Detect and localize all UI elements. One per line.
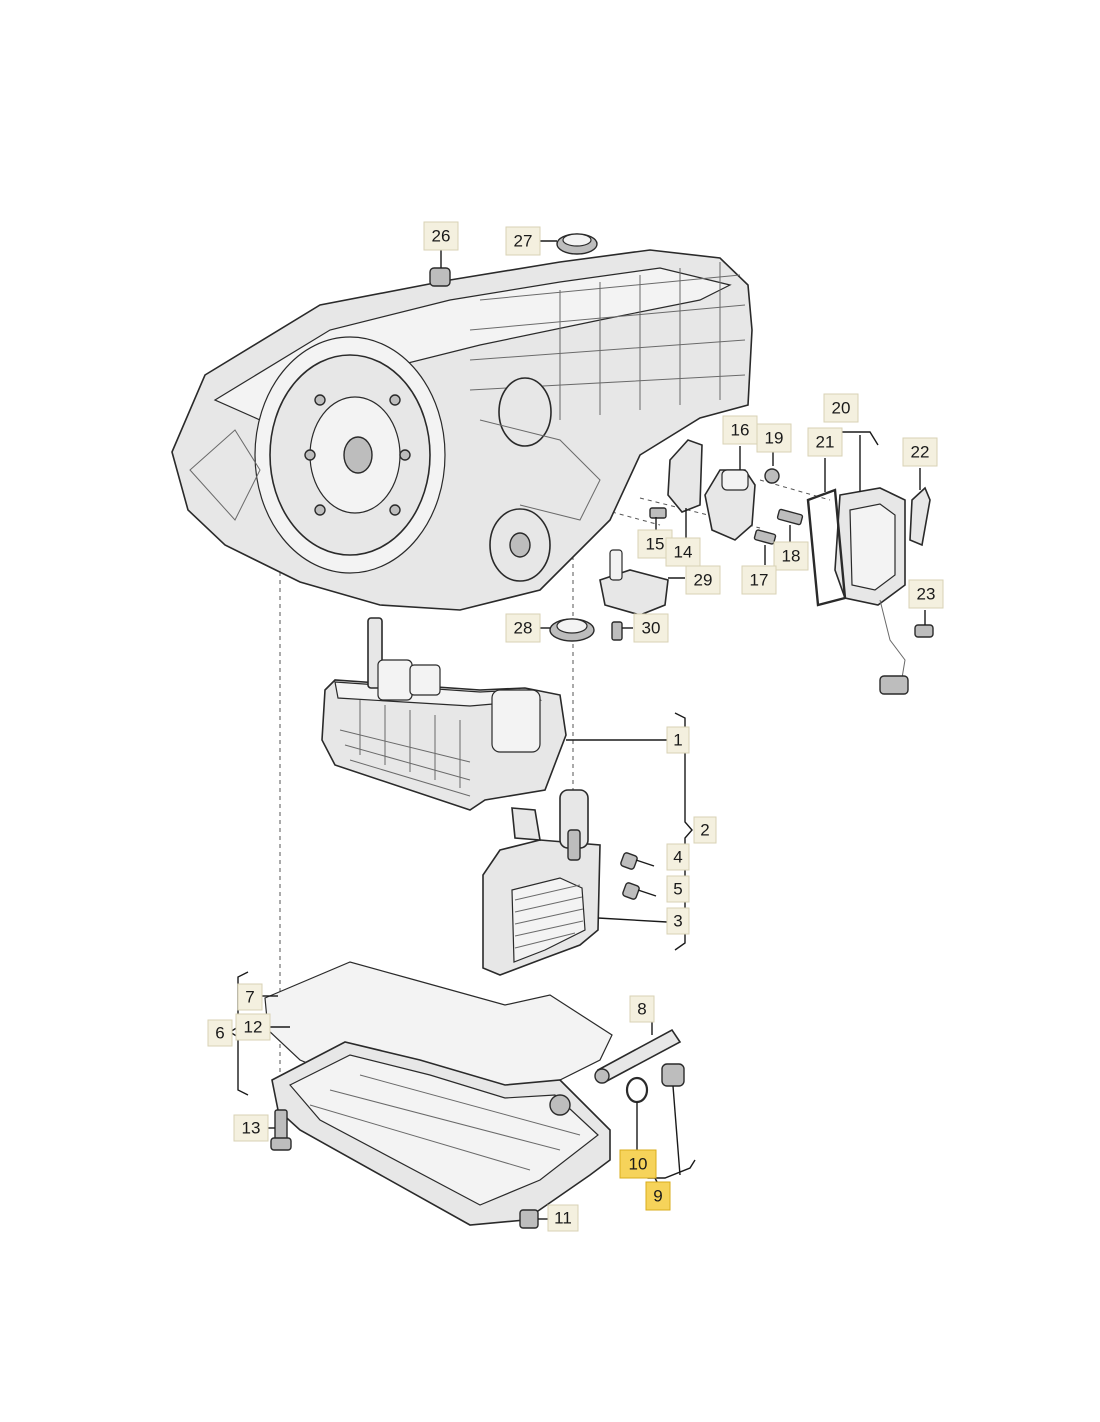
svg-text:18: 18 — [782, 547, 801, 566]
callout-19[interactable]: 19 — [756, 423, 792, 453]
callout-labels: 26 27 16 19 20 21 22 15 — [207, 221, 944, 1232]
svg-text:10: 10 — [629, 1155, 648, 1174]
callout-22[interactable]: 22 — [902, 437, 938, 467]
oil-pan-assembly — [264, 961, 613, 1226]
solenoid-assembly — [649, 439, 804, 545]
bolts-4-5 — [620, 852, 657, 900]
svg-text:1: 1 — [673, 731, 682, 750]
svg-text:6: 6 — [215, 1024, 224, 1043]
callout-14[interactable]: 14 — [665, 537, 701, 567]
svg-text:12: 12 — [244, 1018, 263, 1037]
bolt-30 — [611, 621, 623, 641]
mechatronic-filter — [482, 789, 601, 976]
callout-3[interactable]: 3 — [666, 907, 690, 935]
callout-20[interactable]: 20 — [823, 393, 859, 423]
drain-plug-11 — [519, 1209, 548, 1229]
svg-text:22: 22 — [911, 443, 930, 462]
svg-text:23: 23 — [917, 585, 936, 604]
svg-text:17: 17 — [750, 571, 769, 590]
svg-text:15: 15 — [646, 535, 665, 554]
seal-28 — [549, 618, 595, 642]
callout-29[interactable]: 29 — [685, 565, 721, 595]
callout-8[interactable]: 8 — [629, 995, 655, 1023]
svg-text:16: 16 — [731, 421, 750, 440]
callout-2[interactable]: 2 — [693, 816, 717, 844]
clip-22 — [909, 486, 931, 547]
svg-text:19: 19 — [765, 429, 784, 448]
svg-text:2: 2 — [700, 821, 709, 840]
callout-1[interactable]: 1 — [666, 726, 690, 754]
valve-body — [321, 617, 567, 811]
svg-text:5: 5 — [673, 880, 682, 899]
svg-text:13: 13 — [242, 1119, 261, 1138]
seal-ring-10 — [625, 1076, 649, 1104]
callout-16[interactable]: 16 — [722, 415, 758, 445]
callout-9[interactable]: 9 — [645, 1181, 671, 1211]
svg-text:26: 26 — [432, 227, 451, 246]
svg-text:11: 11 — [554, 1209, 572, 1228]
callout-13[interactable]: 13 — [233, 1114, 269, 1142]
callout-30[interactable]: 30 — [633, 613, 669, 643]
plug-26 — [429, 267, 451, 287]
screw-plug-9 — [661, 1063, 685, 1087]
svg-text:3: 3 — [673, 912, 682, 931]
callout-6[interactable]: 6 — [207, 1019, 233, 1047]
callout-11[interactable]: 11 — [547, 1204, 579, 1232]
side-cover-20 — [806, 487, 909, 695]
bolt-23 — [914, 624, 934, 638]
svg-text:21: 21 — [816, 433, 835, 452]
svg-text:27: 27 — [514, 232, 533, 251]
svg-text:29: 29 — [694, 571, 713, 590]
svg-text:28: 28 — [514, 619, 533, 638]
callout-5[interactable]: 5 — [666, 875, 690, 903]
svg-text:30: 30 — [642, 619, 661, 638]
svg-text:7: 7 — [245, 988, 254, 1007]
callout-7[interactable]: 7 — [237, 983, 263, 1011]
callout-4[interactable]: 4 — [666, 843, 690, 871]
callout-18[interactable]: 18 — [773, 541, 809, 571]
tube-8 — [594, 1028, 682, 1084]
bolt-13 — [270, 1109, 292, 1151]
callout-23[interactable]: 23 — [908, 579, 944, 609]
svg-text:4: 4 — [673, 848, 682, 867]
callout-17[interactable]: 17 — [741, 565, 777, 595]
callout-28[interactable]: 28 — [505, 613, 541, 643]
callout-12[interactable]: 12 — [235, 1013, 271, 1041]
callout-10[interactable]: 10 — [619, 1149, 657, 1179]
leader-lines — [262, 240, 926, 1176]
svg-text:9: 9 — [653, 1187, 662, 1206]
transmission-housing — [171, 249, 753, 611]
callout-27[interactable]: 27 — [505, 226, 541, 256]
callout-21[interactable]: 21 — [807, 427, 843, 457]
sensor-29 — [599, 549, 669, 616]
seal-27 — [556, 233, 598, 255]
svg-text:8: 8 — [637, 1000, 646, 1019]
svg-text:20: 20 — [832, 399, 851, 418]
svg-text:14: 14 — [674, 543, 693, 562]
callout-26[interactable]: 26 — [423, 221, 459, 251]
